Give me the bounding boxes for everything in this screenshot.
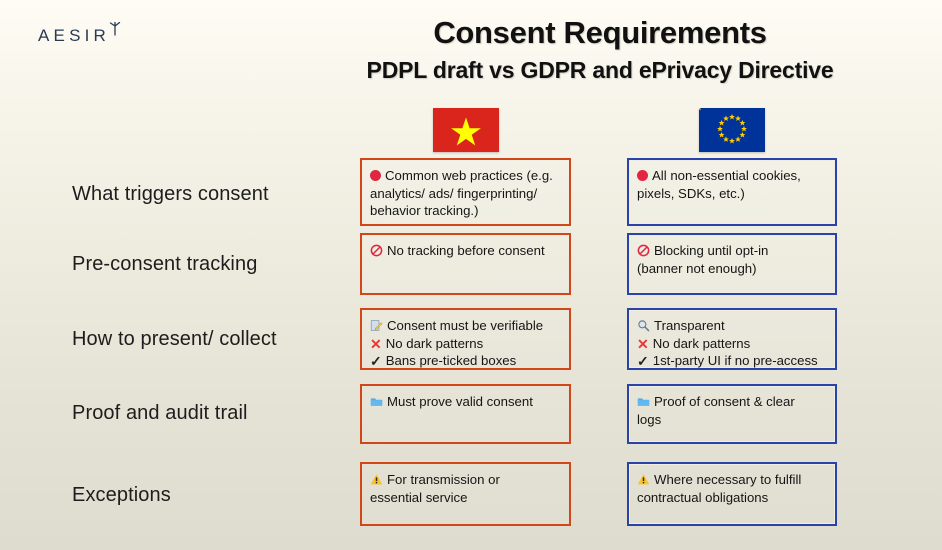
- cell-line: Where necessary to fulfill: [637, 471, 826, 489]
- cell-line: Proof of consent & clear: [637, 393, 826, 411]
- warning-icon: [370, 473, 383, 486]
- cell-line: pixels, SDKs, etc.): [637, 185, 826, 203]
- row-label: How to present/ collect: [72, 328, 277, 350]
- cell-eu: Where necessary to fulfill contractual ob…: [627, 462, 837, 526]
- cell-line: Blocking until opt-in: [637, 242, 826, 260]
- cell-line: ✓Bans pre-ticked boxes: [370, 352, 560, 370]
- cell-line: Consent must be verifiable: [370, 317, 560, 335]
- cell-text: 1st-party UI if no pre-access: [652, 353, 818, 369]
- folder-icon: [637, 395, 650, 408]
- vietnam-flag-icon: [433, 108, 499, 152]
- cell-text: Proof of consent & clear: [654, 394, 795, 409]
- prohibited-icon: [370, 244, 383, 257]
- cell-line: behavior tracking.): [370, 202, 560, 220]
- cell-text: logs: [637, 411, 662, 427]
- cell-text: No dark patterns: [385, 335, 484, 351]
- cell-text: All non-essential cookies,: [652, 168, 801, 183]
- cell-vn: Consent must be verifiable ✕No dark patte…: [360, 308, 571, 370]
- brand-logo: AESIR: [38, 22, 121, 46]
- check-mark-icon: ✓: [637, 353, 649, 370]
- cell-text: Consent must be verifiable: [387, 318, 544, 333]
- brand-name: AESIR: [38, 26, 111, 45]
- red-circle-icon: [370, 170, 381, 181]
- cell-eu: All non-essential cookies, pixels, SDKs, …: [627, 158, 837, 226]
- cell-line: essential service: [370, 489, 560, 507]
- red-circle-icon: [637, 170, 648, 181]
- cell-vn: No tracking before consent: [360, 233, 571, 295]
- header: Consent Requirements PDPL draft vs GDPR …: [300, 15, 900, 84]
- cell-text: Blocking until opt-in: [654, 243, 769, 258]
- cell-eu: Blocking until opt-in (banner not enough): [627, 233, 837, 295]
- cell-text: For transmission or: [387, 472, 500, 487]
- cell-line: contractual obligations: [637, 489, 826, 507]
- cell-line: logs: [637, 411, 826, 429]
- cell-text: behavior tracking.): [370, 203, 479, 219]
- check-mark-icon: ✓: [370, 353, 382, 370]
- cell-line: For transmission or: [370, 471, 560, 489]
- column-headers: [0, 108, 942, 154]
- cell-text: contractual obligations: [637, 489, 769, 505]
- cell-line: Transparent: [637, 317, 826, 335]
- cell-text: pixels, SDKs, etc.): [637, 185, 745, 201]
- cross-mark-icon: ✕: [370, 335, 382, 352]
- cell-text: Transparent: [654, 318, 725, 333]
- warning-icon: [637, 473, 650, 486]
- cell-line: analytics/ ads/ fingerprinting/: [370, 185, 560, 203]
- row-label: Exceptions: [72, 484, 171, 506]
- folder-icon: [370, 395, 383, 408]
- cell-text: Common web practices (e.g.: [385, 168, 553, 183]
- cell-line: ✕No dark patterns: [370, 335, 560, 353]
- row-label: What triggers consent: [72, 183, 269, 205]
- row-label: Proof and audit trail: [72, 402, 248, 424]
- cell-text: No tracking before consent: [387, 243, 545, 258]
- cell-line: No tracking before consent: [370, 242, 560, 260]
- cell-text: Bans pre-ticked boxes: [385, 353, 517, 369]
- prohibited-icon: [637, 244, 650, 257]
- cell-text: analytics/ ads/ fingerprinting/: [370, 185, 538, 201]
- cell-text: essential service: [370, 489, 468, 505]
- cell-line: All non-essential cookies,: [637, 167, 826, 185]
- european-union-flag-icon: [699, 108, 765, 152]
- cell-eu: Proof of consent & clear logs: [627, 384, 837, 444]
- cell-vn: Common web practices (e.g. analytics/ ads…: [360, 158, 571, 226]
- aesir-rune-icon: [109, 22, 121, 36]
- magnifying-glass-icon: [637, 319, 650, 332]
- cell-line: ✓1st-party UI if no pre-access: [637, 352, 826, 370]
- cell-text: Where necessary to fulfill: [654, 472, 802, 487]
- page-subtitle: PDPL draft vs GDPR and ePrivacy Directiv…: [366, 56, 834, 83]
- cell-line: ✕No dark patterns: [637, 335, 826, 353]
- page-title: Consent Requirements: [433, 15, 767, 50]
- cell-vn: Must prove valid consent: [360, 384, 571, 444]
- cell-vn: For transmission or essential service: [360, 462, 571, 526]
- cell-line: Must prove valid consent: [370, 393, 560, 411]
- cell-text: No dark patterns: [652, 335, 751, 351]
- row-label: Pre-consent tracking: [72, 253, 258, 275]
- cell-eu: Transparent ✕No dark patterns✓1st-party U…: [627, 308, 837, 370]
- cell-line: Common web practices (e.g.: [370, 167, 560, 185]
- memo-icon: [370, 319, 383, 332]
- cross-mark-icon: ✕: [637, 335, 649, 352]
- cell-text: Must prove valid consent: [387, 394, 533, 409]
- cell-text: (banner not enough): [637, 260, 757, 276]
- cell-line: (banner not enough): [637, 260, 826, 278]
